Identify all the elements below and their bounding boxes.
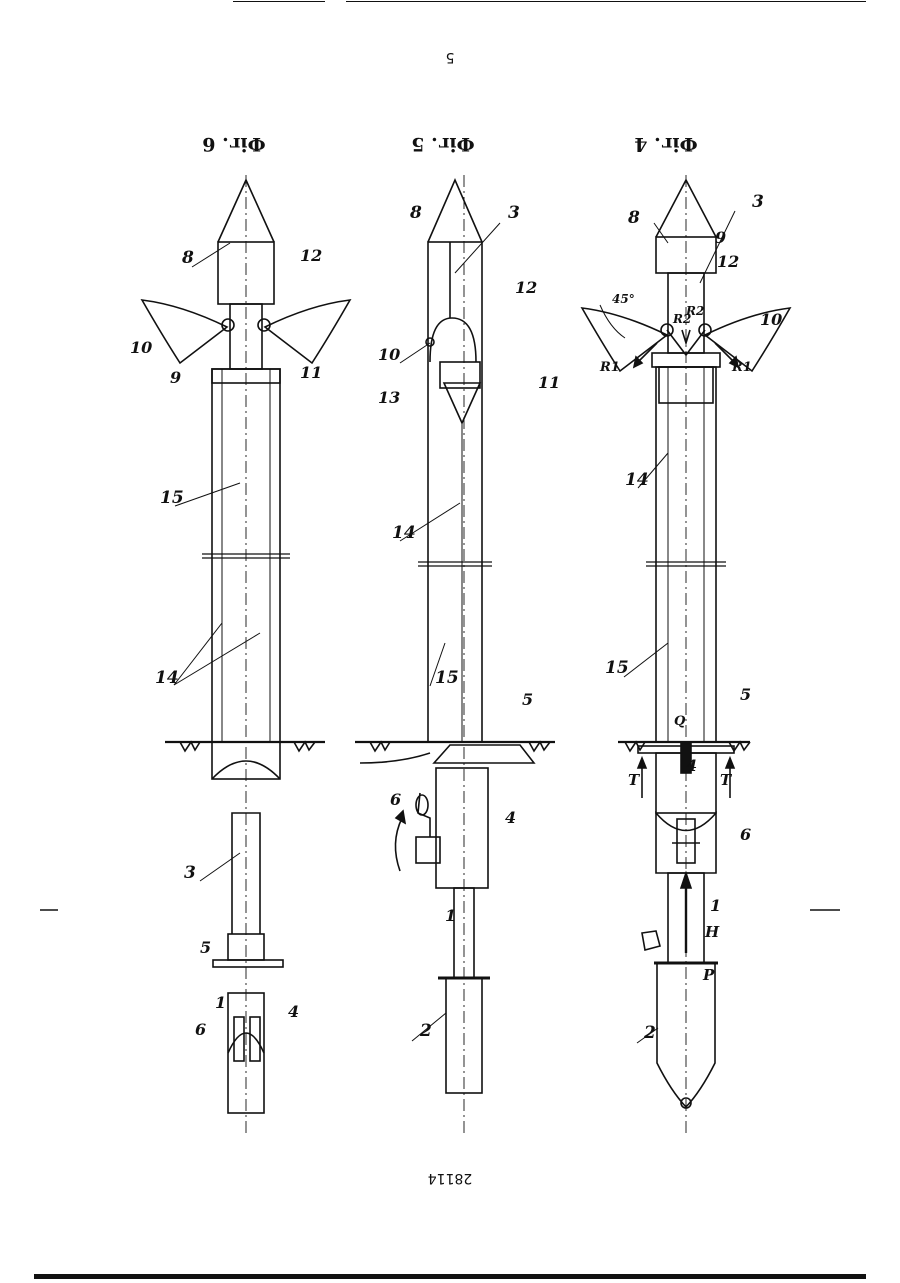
fig4-lift-arrowhead bbox=[681, 873, 691, 888]
fig4-label-blade-left: 10 bbox=[760, 310, 782, 329]
fig6-tip bbox=[218, 180, 274, 242]
fig4-label-plate: 5 bbox=[740, 685, 751, 704]
fig4-label-clamp: 6 bbox=[740, 825, 751, 844]
fig6-label-hinge: 11 bbox=[300, 363, 322, 382]
fig6-ground-hatch bbox=[180, 742, 315, 751]
fig5-label-blade: 10 bbox=[378, 345, 400, 364]
fig5-blade-folded bbox=[430, 318, 476, 362]
fig5-leader-pipe bbox=[400, 503, 460, 541]
fig4-label-pin: 12 bbox=[717, 252, 739, 271]
fig4-label-angle: 45° bbox=[612, 292, 635, 306]
fig4-angle-arc bbox=[600, 305, 625, 338]
fig4-label-pull-left: T bbox=[720, 771, 733, 789]
fig6-leader-rod bbox=[200, 853, 240, 881]
figure-5: 2 1 4 6 5 15 14 11 13 10 12 3 8 bbox=[355, 173, 560, 1133]
fig6-label-sleeve: 4 bbox=[288, 1002, 299, 1021]
fig4-pull-arrowhead-right bbox=[638, 758, 646, 768]
fig5-label-pin: 12 bbox=[515, 278, 537, 297]
fig5-label-tank: 2 bbox=[419, 1021, 432, 1041]
fig4-label-force-right: R1 bbox=[599, 360, 620, 375]
fig5-rotation-arrowhead bbox=[396, 811, 405, 823]
fig5-chain-block bbox=[440, 362, 480, 388]
fig5-label-sleeve: 4 bbox=[505, 808, 516, 827]
fig4-label-force-center-b: R2 bbox=[685, 304, 704, 318]
fig4-label-tip: 8 bbox=[627, 208, 640, 228]
fig5-tip bbox=[428, 180, 482, 242]
fig4-leader-rod bbox=[700, 211, 735, 283]
fig6-label-rod-top: 9 bbox=[170, 368, 181, 387]
fig5-sleeve bbox=[436, 768, 488, 888]
fig6-plate bbox=[213, 960, 283, 967]
fig4-label-down: Q bbox=[674, 714, 686, 729]
fig5-cable-ground bbox=[360, 753, 430, 763]
fig4-label-sleeve: 4 bbox=[686, 756, 697, 775]
fig4-label-rod: 3 bbox=[752, 192, 764, 212]
fig5-label-casing: 15 bbox=[435, 668, 459, 688]
fig5-tray bbox=[434, 745, 534, 763]
fig6-label-pipes: 14 bbox=[155, 668, 179, 688]
fig4-weight bbox=[642, 931, 660, 950]
fig4-label-lift: H bbox=[704, 923, 720, 941]
fig4-leader-casing bbox=[624, 643, 668, 677]
fig6-leader-casing bbox=[175, 483, 240, 506]
fig6-label-tube: 1 bbox=[215, 993, 226, 1012]
fig6-blade-right bbox=[142, 300, 227, 363]
fig6-label-casing: 15 bbox=[160, 488, 184, 508]
fig6-label-blade: 10 bbox=[130, 338, 152, 357]
fig6-label-pin: 12 bbox=[300, 246, 322, 265]
fig4-label-weight: P bbox=[702, 966, 715, 984]
fig5-label-hinge: 11 bbox=[538, 373, 560, 392]
fig5-label-rod: 3 bbox=[508, 203, 520, 223]
fig5-label-plate: 5 bbox=[522, 690, 533, 709]
fig4-label-hinge: 9 bbox=[715, 228, 726, 247]
figure-6: 1 4 6 5 3 14 15 11 9 10 12 8 bbox=[130, 173, 350, 1133]
fig6-label-plate: 5 bbox=[200, 938, 211, 957]
fig5-label-winch: 6 bbox=[390, 790, 401, 809]
fig5-leader-blade bbox=[400, 343, 430, 363]
fig5-winch-drum bbox=[416, 795, 428, 815]
figure-4: 2 P H 1 6 T T 4 5 Q 15 14 10 R1 R1 R2 R2… bbox=[582, 173, 790, 1133]
fig6-label-tip: 8 bbox=[181, 248, 194, 268]
fig5-label-tip: 8 bbox=[409, 203, 422, 223]
fig5-chain bbox=[444, 383, 480, 423]
fig5-label-chain: 13 bbox=[378, 388, 400, 407]
fig4-label-pull-right: T bbox=[628, 771, 641, 789]
fig6-label-rod: 3 bbox=[184, 863, 196, 883]
fig6-label-clamp: 6 bbox=[195, 1020, 206, 1039]
fig4-label-casing: 15 bbox=[605, 658, 629, 678]
fig6-leader-pipes-b bbox=[174, 623, 222, 685]
fig5-rotation-arrow bbox=[395, 818, 402, 871]
fig4-label-tank: 2 bbox=[643, 1023, 656, 1043]
fig5-label-tube: 1 bbox=[445, 906, 456, 925]
fig6-leader-pipes-a bbox=[174, 633, 260, 685]
fig4-label-tube: 1 bbox=[710, 896, 721, 915]
fig6-blade-left bbox=[265, 300, 350, 363]
fig4-label-force-left: R1 bbox=[731, 360, 752, 375]
fig4-blade-right bbox=[582, 308, 667, 371]
fig6-leader-tip bbox=[192, 243, 230, 267]
fig4-pull-arrowhead-left bbox=[726, 758, 734, 768]
